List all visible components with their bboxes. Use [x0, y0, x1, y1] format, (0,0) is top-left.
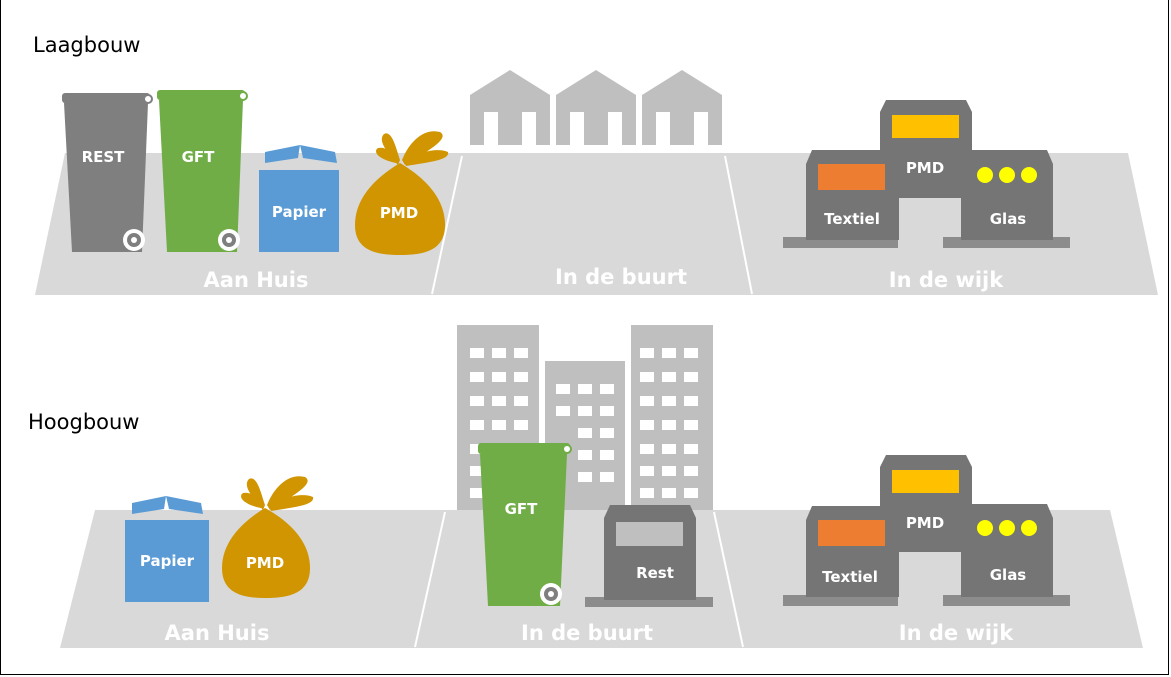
gft-bin-label: GFT [182, 148, 216, 166]
zone-label-in-de-wijk: In de wijk [889, 268, 1004, 292]
zone-divider [414, 511, 446, 648]
pmd-bag-icon [355, 131, 449, 255]
papier-label: Papier [272, 203, 327, 221]
gft-bin-icon [478, 443, 572, 606]
pmd-container-label: PMD [906, 159, 944, 177]
pmd-container-label: PMD [906, 514, 944, 532]
glas-container-label: Glas [990, 566, 1027, 584]
zone-label-in-de-wijk: In de wijk [899, 621, 1014, 645]
zone-label-aan-huis: Aan Huis [204, 268, 309, 292]
zone-label-in-de-buurt: In de buurt [555, 265, 687, 289]
rest-container-label: Rest [636, 564, 674, 582]
zone-label-in-de-buurt: In de buurt [521, 621, 653, 645]
zone-divider [713, 511, 744, 648]
rest-bin-icon [62, 93, 153, 252]
containers-wijk-laagbouw [783, 100, 1070, 248]
papier-label: Papier [140, 552, 195, 570]
pmd-bag-label: PMD [246, 554, 284, 572]
rest-container-icon [585, 505, 713, 607]
section-title-hoogbouw: Hoogbouw [28, 410, 140, 434]
gft-bin-label: GFT [505, 500, 539, 518]
zone-label-aan-huis: Aan Huis [165, 621, 270, 645]
textiel-container-label: Textiel [824, 210, 880, 228]
pmd-bag-label: PMD [380, 204, 418, 222]
glas-container-label: Glas [990, 210, 1027, 228]
zone-divider [724, 155, 753, 295]
textiel-container-label: Textiel [822, 568, 878, 586]
pmd-bag-icon [222, 476, 314, 598]
paper-box-icon [259, 145, 339, 252]
containers-wijk-hoogbouw [783, 455, 1070, 606]
zone-divider [431, 155, 463, 295]
paper-box-icon [125, 496, 209, 602]
gft-bin-icon [157, 90, 248, 252]
houses-icon [470, 70, 722, 145]
section-title-laagbouw: Laagbouw [33, 33, 141, 57]
rest-bin-label: REST [82, 148, 126, 166]
